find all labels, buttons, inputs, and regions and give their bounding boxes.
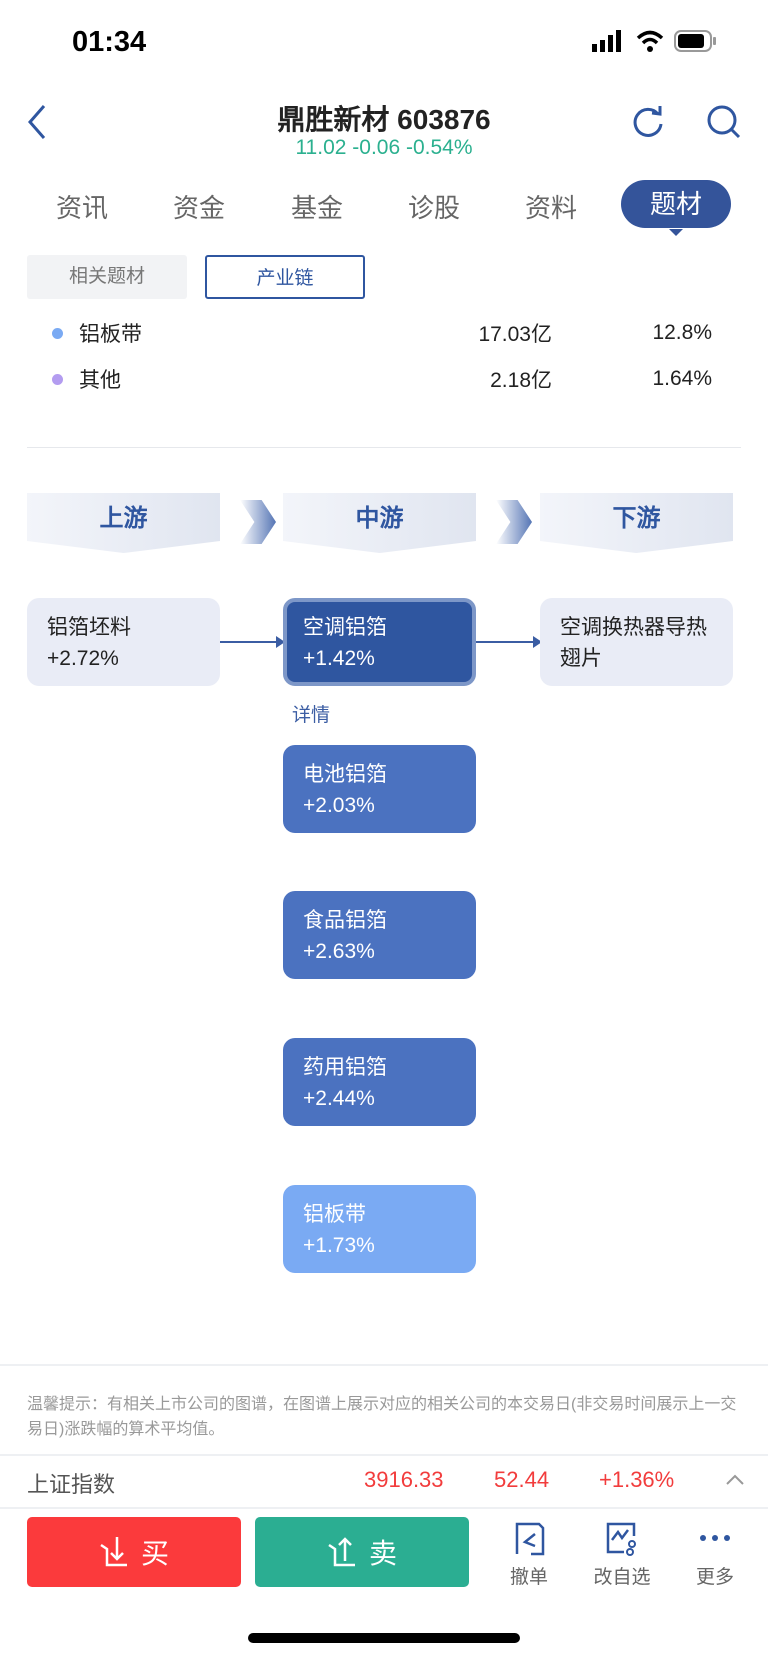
search-icon[interactable] (706, 104, 742, 140)
node-pct: +1.73% (303, 1234, 375, 1257)
arrow-icon (476, 636, 542, 648)
row-amount: 2.18亿 (490, 369, 552, 392)
legend-dot (52, 327, 63, 339)
tab-fund[interactable]: 基金 (290, 193, 343, 223)
home-indicator[interactable] (248, 1633, 520, 1643)
node-pct: +2.72% (47, 647, 119, 670)
chain-node[interactable]: 铝箔坯料 +2.72% (27, 598, 220, 686)
chain-node[interactable]: 电池铝箔 +2.03% (283, 745, 476, 833)
node-name: 铝箔坯料 (47, 616, 131, 639)
back-icon[interactable] (26, 104, 48, 140)
buy-label: 买 (140, 1538, 169, 1569)
battery-icon (674, 30, 716, 52)
tool-label: 改自选 (593, 1567, 651, 1588)
tab-diagnosis[interactable]: 诊股 (407, 193, 460, 223)
buy-button[interactable]: 买 (27, 1517, 241, 1587)
stage-downstream: 下游 (540, 493, 733, 553)
signal-icon (592, 30, 621, 52)
tool-label: 更多 (695, 1567, 734, 1588)
node-pct: +2.03% (303, 794, 375, 817)
chevron-right-icon (240, 500, 276, 544)
tab-funds[interactable]: 资金 (172, 193, 225, 223)
subtab-industry-chain[interactable]: 产业链 (205, 255, 365, 299)
index-name[interactable]: 上证指数 (27, 1472, 116, 1497)
row-amount: 17.03亿 (478, 323, 552, 346)
chain-node[interactable]: 铝板带 +1.73% (283, 1185, 476, 1273)
node-pct: +1.42% (303, 647, 375, 670)
node-name: 铝板带 (303, 1203, 366, 1226)
divider (27, 447, 741, 448)
stage-upstream: 上游 (27, 493, 220, 553)
node-pct: +2.44% (303, 1087, 375, 1110)
chain-node[interactable]: 食品铝箔 +2.63% (283, 891, 476, 979)
sell-button[interactable]: 卖 (255, 1517, 469, 1587)
change-pct: -0.54% (406, 136, 473, 159)
legend-dot (52, 373, 63, 385)
index-pct: +1.36% (599, 1467, 675, 1492)
node-name: 电池铝箔 (303, 763, 387, 786)
chevron-right-icon (496, 500, 532, 544)
node-name: 空调铝箔 (303, 616, 387, 639)
sell-arrow-icon (328, 1537, 355, 1567)
chevron-up-icon[interactable] (725, 1474, 745, 1486)
stage-midstream: 中游 (283, 493, 476, 553)
sell-label: 卖 (368, 1538, 397, 1569)
watchlist-chart-icon (606, 1522, 636, 1556)
row-share: 1.64% (652, 367, 712, 390)
arrow-icon (220, 636, 285, 648)
status-icons (592, 30, 718, 52)
buy-arrow-icon (100, 1537, 127, 1567)
details-link[interactable]: 详情 (292, 705, 331, 726)
node-name: 空调换热器导热翅片 (560, 616, 707, 670)
more-dots-icon (700, 1535, 730, 1541)
cancel-order-icon (515, 1522, 545, 1556)
row-share: 12.8% (652, 321, 712, 344)
row-name: 铝板带 (79, 323, 142, 346)
divider (0, 1364, 768, 1366)
tab-news[interactable]: 资讯 (55, 193, 108, 223)
price: 11.02 (295, 136, 347, 159)
wifi-icon (636, 30, 664, 52)
tab-info[interactable]: 资料 (524, 193, 577, 223)
index-value: 3916.33 (364, 1467, 444, 1492)
divider (0, 1507, 768, 1509)
cancel-order-button[interactable]: 撤单 (494, 1520, 564, 1589)
node-name: 药用铝箔 (303, 1056, 387, 1079)
more-button[interactable]: 更多 (680, 1520, 750, 1589)
stock-quote: 11.02 -0.06 -0.54% (0, 136, 768, 160)
revenue-row: 其他 2.18亿 1.64% (52, 364, 712, 394)
page-title: 鼎胜新材 603876 (277, 104, 491, 135)
status-time: 01:34 (72, 26, 147, 58)
edit-watchlist-button[interactable]: 改自选 (587, 1520, 657, 1589)
revenue-row: 铝板带 17.03亿 12.8% (52, 318, 712, 348)
index-change: 52.44 (494, 1467, 550, 1492)
notice-text: 温馨提示：有相关上市公司的图谱，在图谱上展示对应的相关公司的本交易日(非交易时间… (27, 1396, 737, 1438)
node-pct: +2.63% (303, 940, 375, 963)
refresh-icon[interactable] (630, 104, 666, 140)
subtab-related-themes[interactable]: 相关题材 (27, 255, 187, 299)
change: -0.06 (352, 136, 401, 159)
chain-node-selected[interactable]: 空调铝箔 +1.42% (283, 598, 476, 686)
tool-label: 撤单 (509, 1567, 548, 1588)
tab-theme[interactable]: 题材 (621, 180, 731, 236)
row-name: 其他 (79, 369, 121, 392)
chain-node[interactable]: 药用铝箔 +2.44% (283, 1038, 476, 1126)
node-name: 食品铝箔 (303, 909, 387, 932)
divider (0, 1454, 768, 1456)
chain-node[interactable]: 空调换热器导热翅片 (540, 598, 733, 686)
